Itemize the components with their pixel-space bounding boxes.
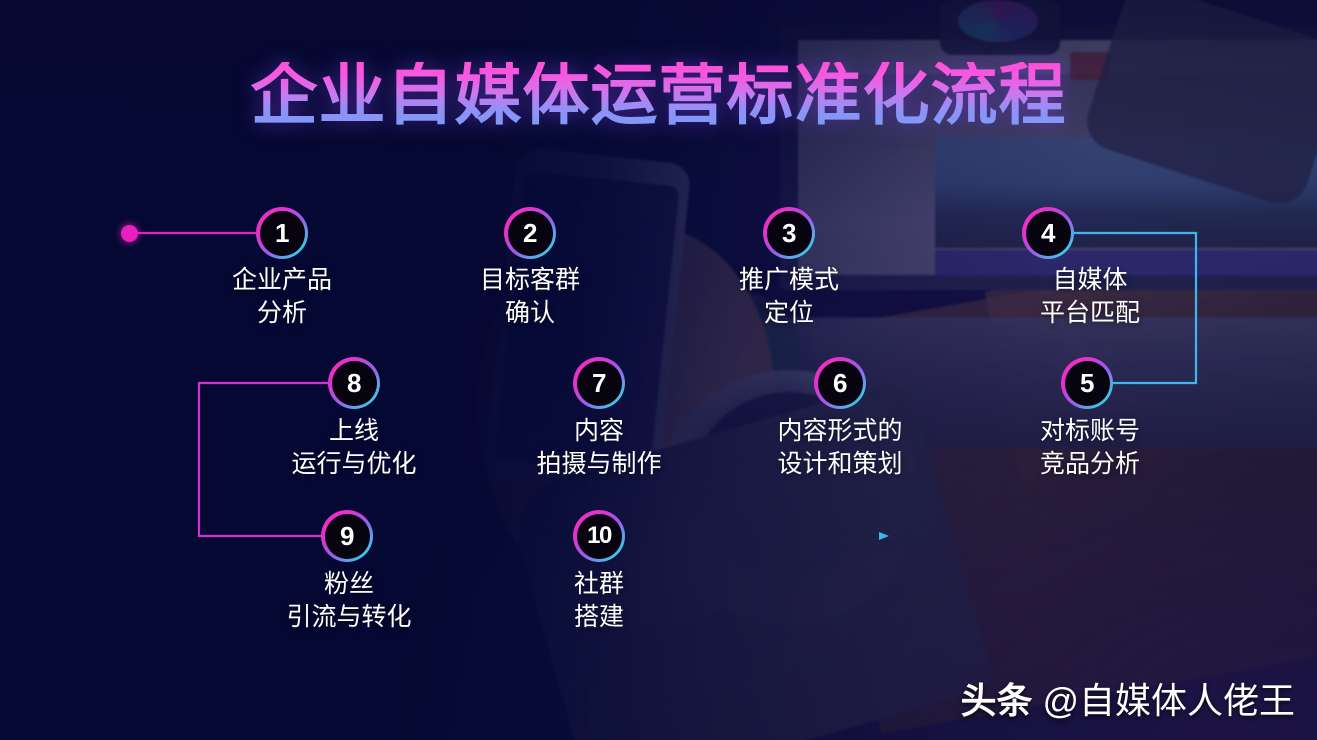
step-label-line1: 内容形式的 xyxy=(777,417,903,445)
step-node-3[interactable]: 3 xyxy=(763,207,815,259)
step-label-line2: 引流与转化 xyxy=(286,603,412,631)
step-label-line1: 粉丝 xyxy=(323,570,375,598)
step-label-line2: 搭建 xyxy=(573,603,625,631)
step-number: 8 xyxy=(347,368,361,398)
step-label-line1: 社群 xyxy=(573,570,625,598)
step-label-line2: 运行与优化 xyxy=(291,450,417,478)
watermark-handle: @自媒体人佬王 xyxy=(1042,680,1295,721)
step-label-line1: 目标客群 xyxy=(479,266,581,294)
step-label-10: 社群 搭建 xyxy=(574,568,624,634)
step-node-4[interactable]: 4 xyxy=(1022,207,1074,259)
step-node-1[interactable]: 1 xyxy=(256,207,308,259)
step-node-core: 1 xyxy=(259,210,305,256)
step-label-8: 上线 运行与优化 xyxy=(291,415,416,481)
step-label-line1: 对标账号 xyxy=(1039,417,1141,445)
watermark: 头条@自媒体人佬王 xyxy=(960,672,1295,724)
step-number: 5 xyxy=(1080,368,1094,398)
step-label-line1: 推广模式 xyxy=(738,266,840,294)
step-number: 7 xyxy=(592,368,606,398)
wire-4-to-5 xyxy=(1074,231,1198,385)
step-label-line2: 分析 xyxy=(256,299,308,327)
step-node-core: 2 xyxy=(507,210,553,256)
flow-start-dot xyxy=(121,225,138,242)
step-label-3: 推广模式 定位 xyxy=(739,264,839,330)
step-label-line2: 确认 xyxy=(504,299,556,327)
step-node-8[interactable]: 8 xyxy=(328,357,380,409)
wire-8-to-9 xyxy=(197,381,328,538)
step-label-7: 内容 拍摄与制作 xyxy=(536,415,661,481)
step-label-4: 自媒体 平台匹配 xyxy=(1040,264,1140,330)
step-node-core: 4 xyxy=(1025,210,1071,256)
step-node-core: 3 xyxy=(766,210,812,256)
step-label-line2: 竞品分析 xyxy=(1039,450,1141,478)
step-node-core: 7 xyxy=(576,360,622,406)
step-node-5[interactable]: 5 xyxy=(1061,357,1113,409)
step-node-core: 10 xyxy=(576,513,622,559)
step-number: 3 xyxy=(782,218,796,248)
step-label-line1: 自媒体 xyxy=(1052,266,1128,294)
step-label-line1: 内容 xyxy=(573,417,625,445)
step-label-line1: 上线 xyxy=(328,417,380,445)
step-number: 4 xyxy=(1041,218,1055,248)
step-node-10[interactable]: 10 xyxy=(573,510,625,562)
step-label-9: 粉丝 引流与转化 xyxy=(286,568,411,634)
step-node-core: 6 xyxy=(817,360,863,406)
step-node-2[interactable]: 2 xyxy=(504,207,556,259)
step-label-line1: 企业产品 xyxy=(231,266,333,294)
step-number: 1 xyxy=(275,218,289,248)
step-node-core: 8 xyxy=(331,360,377,406)
step-label-2: 目标客群 确认 xyxy=(480,264,580,330)
step-label-6: 内容形式的 设计和策划 xyxy=(777,415,902,481)
step-node-7[interactable]: 7 xyxy=(573,357,625,409)
step-number: 2 xyxy=(523,218,537,248)
step-label-line2: 平台匹配 xyxy=(1039,299,1141,327)
step-node-9[interactable]: 9 xyxy=(321,510,373,562)
step-label-line2: 定位 xyxy=(763,299,815,327)
step-number: 6 xyxy=(833,368,847,398)
step-node-core: 5 xyxy=(1064,360,1110,406)
step-label-5: 对标账号 竞品分析 xyxy=(1040,415,1140,481)
watermark-brand: 头条 xyxy=(960,680,1033,721)
step-node-6[interactable]: 6 xyxy=(814,357,866,409)
step-label-line2: 设计和策划 xyxy=(777,450,903,478)
step-number: 9 xyxy=(340,521,354,551)
step-label-1: 企业产品 分析 xyxy=(232,264,332,330)
page-title: 企业自媒体运营标准化流程 xyxy=(0,62,1317,129)
step-number: 10 xyxy=(587,522,612,549)
step-node-core: 9 xyxy=(324,513,370,559)
step-label-line2: 拍摄与制作 xyxy=(536,450,662,478)
